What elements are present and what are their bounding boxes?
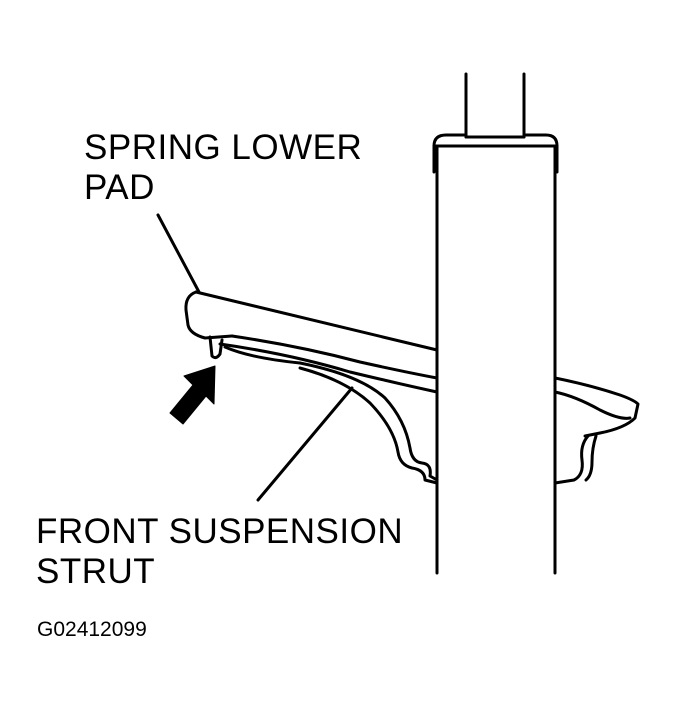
spring-lower-pad-label: SPRING LOWER PAD [84, 128, 362, 208]
front-suspension-strut-label: FRONT SUSPENSION STRUT [36, 512, 403, 592]
figure-id: G02412099 [37, 618, 147, 641]
spring-lower-seat [184, 290, 640, 485]
leader-line-strut [256, 386, 354, 502]
front-suspension-strut-label-line1: FRONT SUSPENSION [36, 512, 404, 551]
strut-body [432, 133, 559, 575]
spring-lower-pad-label-line1: SPRING LOWER [84, 128, 363, 167]
leader-line-spring-pad [156, 213, 201, 294]
spring-lower-pad-label-line2: PAD [84, 168, 155, 207]
piston-rod [464, 72, 526, 139]
arrow-up-right-icon [169, 365, 216, 425]
front-suspension-strut-label-line2: STRUT [36, 552, 156, 591]
